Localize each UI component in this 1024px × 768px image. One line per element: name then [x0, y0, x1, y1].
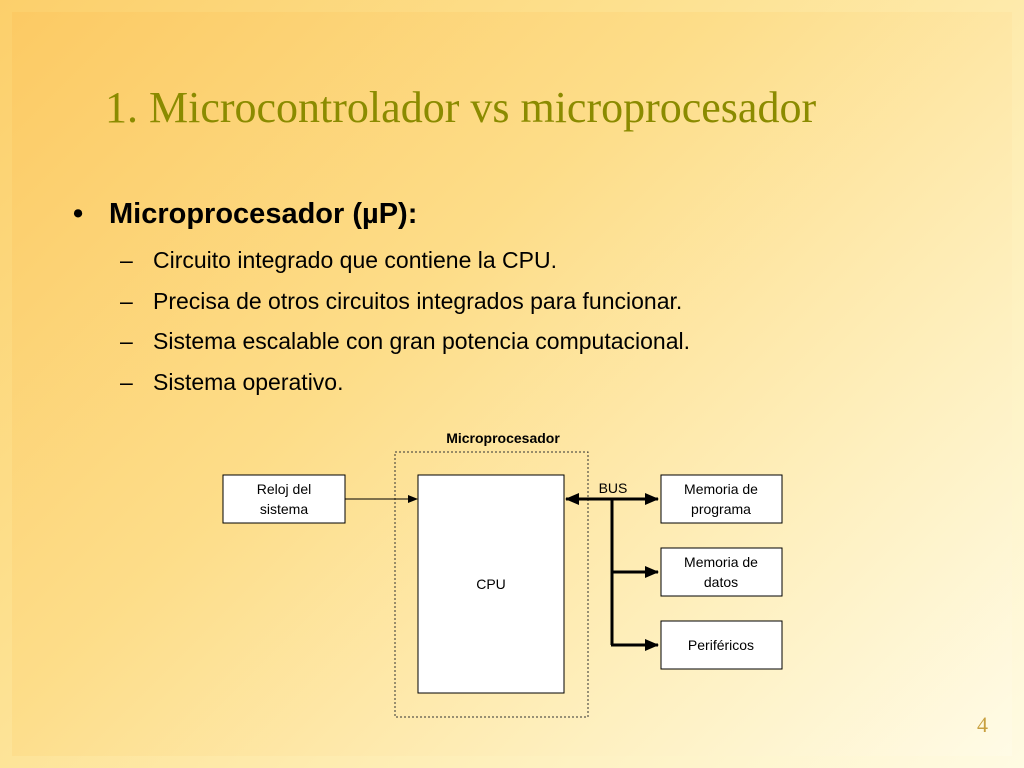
dash-glyph: –: [120, 288, 133, 314]
microprocessor-container: [394, 451, 589, 718]
slide-title: 1. Microcontrolador vs microprocesador: [105, 83, 817, 132]
program-memory-box: [660, 474, 783, 524]
dash-glyph: –: [120, 328, 133, 354]
cpu-label: CPU: [476, 576, 506, 592]
dash-glyph: –: [120, 369, 133, 395]
peripherals-box: [660, 620, 783, 670]
sub-bullet-text: Sistema operativo.: [153, 369, 344, 395]
main-bullet-text: Microprocesador (µP):: [109, 198, 418, 230]
dash-glyph: –: [120, 247, 133, 273]
peripherals-label: Periféricos: [688, 637, 754, 653]
data-memory-box: [660, 547, 783, 597]
slide-number: 4: [977, 712, 988, 737]
bullet-dot: •: [73, 198, 84, 230]
cpu-box: [417, 474, 565, 694]
data-memory-line1: Memoria de: [684, 554, 758, 570]
sub-bullet-text: Circuito integrado que contiene la CPU.: [153, 247, 558, 273]
program-memory-line1: Memoria de: [684, 481, 758, 497]
clock-box: [222, 474, 346, 524]
sub-bullet-text: Sistema escalable con gran potencia comp…: [153, 328, 690, 354]
bus-label: BUS: [599, 480, 628, 496]
clock-label-line2: sistema: [260, 501, 308, 517]
sub-bullet-text: Precisa de otros circuitos integrados pa…: [153, 288, 683, 314]
microprocessor-container-label: Microprocesador: [446, 430, 560, 446]
data-memory-line2: datos: [704, 574, 738, 590]
program-memory-line2: programa: [691, 501, 751, 517]
clock-label-line1: Reloj del: [257, 481, 311, 497]
